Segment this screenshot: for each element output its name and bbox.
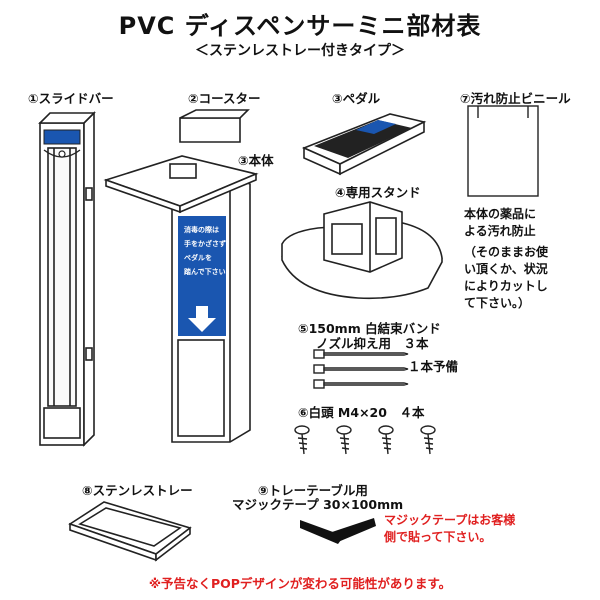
screw-icon xyxy=(420,425,436,455)
label-slide-bar: ①スライドバー xyxy=(28,91,114,106)
screw-icon xyxy=(378,425,394,455)
body-sign-line2: 手をかざさず xyxy=(184,239,226,248)
cable-ties-illustration xyxy=(313,349,409,389)
body-sign-line3: ペダルを xyxy=(184,253,212,262)
label-pedal: ③ペダル xyxy=(332,91,381,106)
label-screw: ⑥白頭 M4×20 ４本 xyxy=(298,405,425,420)
screw-icon xyxy=(294,425,310,455)
label-body: ③本体 xyxy=(238,153,274,168)
stand-illustration xyxy=(281,201,443,300)
pedal-illustration xyxy=(301,113,427,176)
vinyl-note: 本体の薬品に よる汚れ防止 （そのままお使 い頂くか、状況 によりカットし て下… xyxy=(464,207,549,310)
body-sign-line1: 消毒の際は xyxy=(184,225,219,234)
page-subtitle: ＜ステンレストレー付きタイプ＞ xyxy=(195,43,405,59)
screws-illustration xyxy=(294,425,436,455)
label-coaster: ②コースター xyxy=(188,91,261,106)
label-tape-2: マジックテープ 30×100mm xyxy=(232,497,404,512)
label-tape-1: ⑨トレーテーブル用 xyxy=(258,483,368,498)
label-vinyl: ⑦汚れ防止ビニール xyxy=(460,91,571,106)
label-band-2: ノズル抑え用 ３本 xyxy=(316,336,429,351)
vinyl-sheet-illustration xyxy=(467,105,539,197)
slide-bar-illustration xyxy=(38,111,96,447)
page-title: PVC ディスペンサーミニ部材表 xyxy=(118,12,482,40)
tray-illustration xyxy=(68,501,192,562)
magic-tape-illustration xyxy=(300,518,376,544)
label-tray: ⑧ステンレストレー xyxy=(82,483,193,498)
label-band-spare: １本予備 xyxy=(408,359,459,374)
tape-note: マジックテープはお客様 側で貼って下さい。 xyxy=(384,513,516,544)
body-sign-line4: 踏んで下さい xyxy=(184,267,226,276)
screw-icon xyxy=(336,425,352,455)
label-stand: ④専用スタンド xyxy=(335,185,421,200)
footer-disclaimer: ※予告なくPOPデザインが変わる可能性があります。 xyxy=(148,576,452,591)
body-illustration: 消毒の際は 手をかざさず ペダルを 踏んで下さい xyxy=(103,109,259,443)
arrow-down-icon xyxy=(188,306,216,332)
label-band-1: ⑤150mm 白結束バンド xyxy=(298,321,441,336)
